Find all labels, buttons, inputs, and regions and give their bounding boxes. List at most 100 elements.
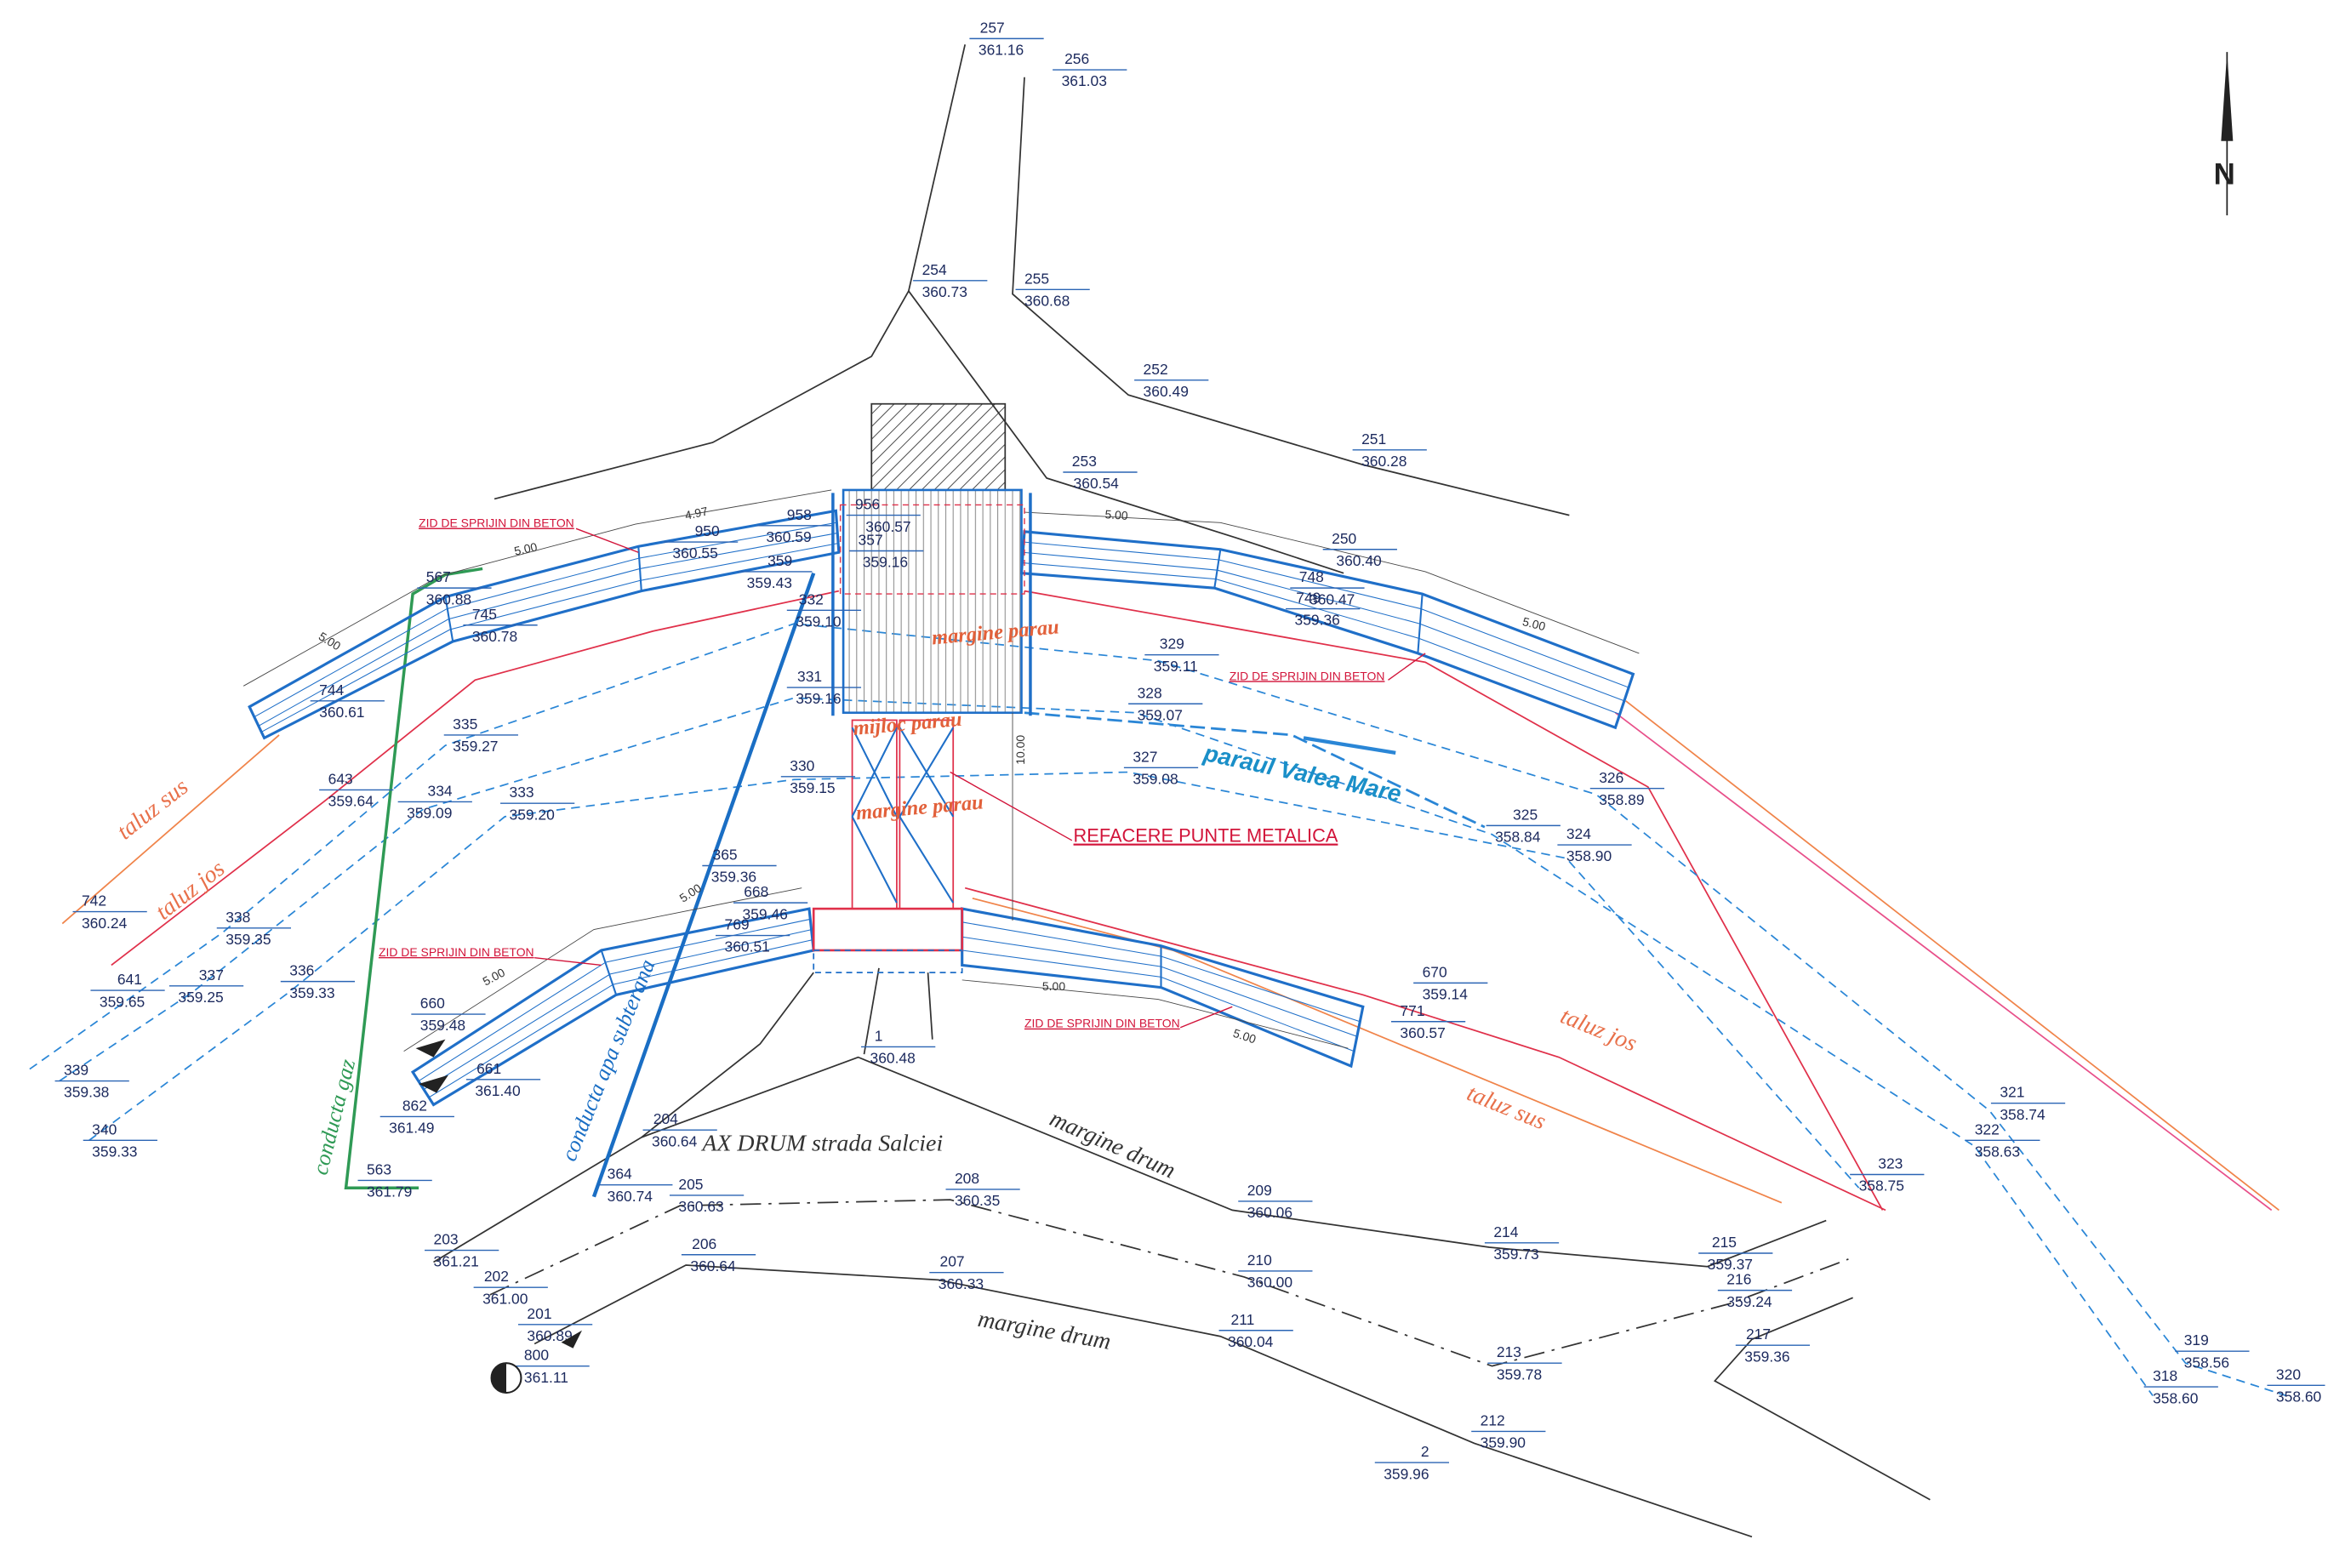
point-elevation: 360.51 bbox=[725, 938, 770, 955]
point-number: 357 bbox=[859, 532, 883, 549]
survey-point: 201 360.89 bbox=[517, 1305, 593, 1344]
point-elevation: 358.63 bbox=[1975, 1143, 2020, 1160]
wall-label-upper-left: ZID DE SPRIJIN DIN BETON bbox=[419, 516, 574, 530]
dimension-label: 5.00 bbox=[480, 966, 507, 989]
stream-edge-lower-label: margine parau bbox=[855, 790, 984, 824]
point-elevation: 361.03 bbox=[1062, 72, 1107, 89]
point-number: 749 bbox=[1296, 590, 1321, 607]
point-elevation: 360.64 bbox=[690, 1257, 736, 1274]
point-elevation: 359.46 bbox=[742, 905, 787, 922]
point-elevation: 360.89 bbox=[527, 1327, 572, 1344]
wall-label-upper-right: ZID DE SPRIJIN DIN BETON bbox=[1230, 669, 1385, 682]
point-elevation: 360.35 bbox=[955, 1192, 1000, 1209]
slope-label-right-bottom: taluz jos bbox=[1557, 1002, 1641, 1057]
slope-bottom-line bbox=[1024, 590, 1884, 1211]
direction-arrow-icon bbox=[415, 1039, 582, 1348]
terrain-lines bbox=[494, 44, 1570, 574]
point-number: 334 bbox=[428, 782, 453, 799]
point-elevation: 360.28 bbox=[1361, 453, 1406, 470]
point-elevation: 360.57 bbox=[1400, 1024, 1445, 1041]
point-number: 327 bbox=[1133, 748, 1157, 765]
stream-axis-line bbox=[1024, 711, 1486, 829]
dimension-label: 5.00 bbox=[1104, 507, 1128, 522]
point-number: 567 bbox=[426, 568, 451, 585]
point-number: 318 bbox=[2153, 1367, 2177, 1384]
point-elevation: 359.11 bbox=[1154, 658, 1198, 675]
water-pipe-line bbox=[591, 572, 816, 1198]
point-number: 214 bbox=[1493, 1223, 1518, 1240]
point-number: 330 bbox=[790, 757, 814, 774]
point-number: 215 bbox=[1712, 1234, 1737, 1251]
dimension-label: 5.00 bbox=[1231, 1026, 1258, 1046]
point-elevation: 359.14 bbox=[1423, 986, 1469, 1003]
point-number: 217 bbox=[1746, 1326, 1771, 1343]
slope-top-line bbox=[61, 734, 280, 925]
point-number: 800 bbox=[524, 1347, 549, 1364]
survey-point: 800 361.11 bbox=[515, 1347, 590, 1386]
wall-label-lower-left: ZID DE SPRIJIN DIN BETON bbox=[379, 945, 534, 959]
point-number: 329 bbox=[1160, 636, 1184, 653]
point-elevation: 358.56 bbox=[2184, 1354, 2229, 1371]
point-number: 771 bbox=[1400, 1002, 1424, 1019]
point-number: 321 bbox=[2000, 1084, 2024, 1101]
point-elevation: 358.90 bbox=[1566, 847, 1612, 864]
survey-point: 318 358.60 bbox=[2143, 1367, 2218, 1406]
point-elevation: 360.48 bbox=[870, 1050, 916, 1067]
terrain-line bbox=[494, 44, 967, 500]
point-number: 257 bbox=[980, 19, 1005, 36]
dimension-label: 5.00 bbox=[513, 539, 539, 557]
point-elevation: 361.21 bbox=[434, 1253, 479, 1270]
point-number: 364 bbox=[608, 1166, 632, 1183]
point-elevation: 361.11 bbox=[524, 1369, 568, 1386]
utilities bbox=[344, 567, 816, 1198]
point-elevation: 360.73 bbox=[922, 283, 967, 300]
gas-pipe-label: conducta gaz bbox=[308, 1057, 361, 1177]
bridge-deck bbox=[842, 488, 1023, 715]
point-number: 958 bbox=[787, 506, 812, 523]
leader-lines bbox=[534, 527, 1426, 1029]
point-elevation: 359.78 bbox=[1497, 1366, 1542, 1383]
point-number: 332 bbox=[799, 590, 824, 607]
point-elevation: 358.60 bbox=[2153, 1389, 2199, 1406]
point-number: 862 bbox=[402, 1097, 427, 1114]
north-label: N bbox=[2214, 157, 2235, 191]
point-number: 201 bbox=[527, 1305, 551, 1322]
point-elevation: 359.35 bbox=[225, 931, 271, 948]
point-elevation: 360.54 bbox=[1074, 475, 1120, 492]
point-elevation: 359.25 bbox=[178, 989, 223, 1006]
wall-label-lower-right: ZID DE SPRIJIN DIN BETON bbox=[1024, 1017, 1180, 1030]
point-number: 207 bbox=[940, 1253, 965, 1270]
bridge-abutment-hatched bbox=[870, 402, 1007, 491]
point-number: 216 bbox=[1726, 1271, 1751, 1288]
point-elevation: 361.16 bbox=[979, 42, 1024, 59]
point-elevation: 360.74 bbox=[608, 1188, 653, 1205]
point-number: 769 bbox=[725, 916, 750, 933]
point-elevation: 359.24 bbox=[1726, 1293, 1772, 1310]
bridge-access-line bbox=[641, 972, 814, 1138]
point-elevation: 359.20 bbox=[510, 806, 556, 823]
road-axis-line bbox=[489, 1199, 1849, 1367]
